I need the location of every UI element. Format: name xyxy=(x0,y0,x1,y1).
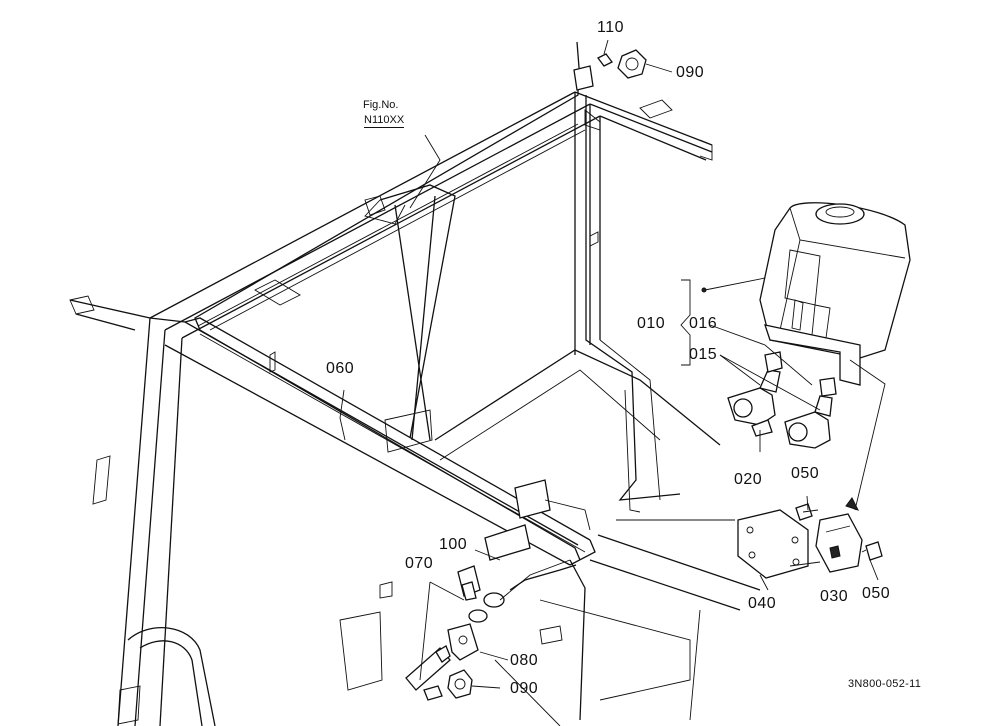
drawing-id: 3N800-052-11 xyxy=(848,678,922,690)
beam-brackets xyxy=(254,195,386,373)
part-label-070[interactable]: 070 xyxy=(405,555,434,572)
top-rear-beam xyxy=(149,91,601,339)
part-label-030[interactable]: 030 xyxy=(820,588,849,605)
washer-hose-060 xyxy=(194,88,681,721)
fig-no-label: Fig.No. xyxy=(363,99,399,111)
floor-brackets xyxy=(339,581,563,691)
lower-door-frame xyxy=(127,627,216,726)
part-label-010[interactable]: 010 xyxy=(637,315,666,332)
washer-pump-015-left xyxy=(727,351,783,426)
part-label-040[interactable]: 040 xyxy=(748,595,777,612)
part-label-015[interactable]: 015 xyxy=(689,346,718,363)
part-label-090-top[interactable]: 090 xyxy=(676,64,705,81)
washer-pump-015-right xyxy=(751,377,837,449)
leader-lines xyxy=(339,39,886,689)
top-right-beam xyxy=(574,91,713,161)
bracket-100 xyxy=(484,479,591,561)
center-pillar xyxy=(364,184,456,453)
front-cross-beam xyxy=(149,317,596,566)
part-label-090-bottom[interactable]: 090 xyxy=(510,680,539,697)
nozzle-group-070 xyxy=(405,559,571,691)
bracket-080 xyxy=(447,623,479,661)
bracket-040 xyxy=(737,509,809,579)
part-label-110[interactable]: 110 xyxy=(597,19,625,36)
bolt-050-top xyxy=(795,503,819,521)
part-label-100[interactable]: 100 xyxy=(439,536,468,553)
bracket-030 xyxy=(815,513,863,573)
nozzle-110-top xyxy=(573,41,613,91)
washer-tank-010 xyxy=(759,202,911,386)
part-label-020[interactable]: 020 xyxy=(734,471,763,488)
nozzle-090-bottom xyxy=(423,669,473,701)
part-label-050-right[interactable]: 050 xyxy=(862,585,891,602)
bolt-050-right xyxy=(861,541,883,561)
part-label-080[interactable]: 080 xyxy=(510,652,539,669)
left-pillar xyxy=(69,295,183,726)
nozzle-090-top xyxy=(617,49,647,79)
right-rear-pillar xyxy=(574,92,601,355)
part-label-060[interactable]: 060 xyxy=(326,360,355,377)
fig-no-value: N110XX xyxy=(364,114,405,128)
rear-panel xyxy=(434,339,761,726)
part-label-016[interactable]: 016 xyxy=(689,315,718,332)
part-label-050-top[interactable]: 050 xyxy=(791,465,820,482)
